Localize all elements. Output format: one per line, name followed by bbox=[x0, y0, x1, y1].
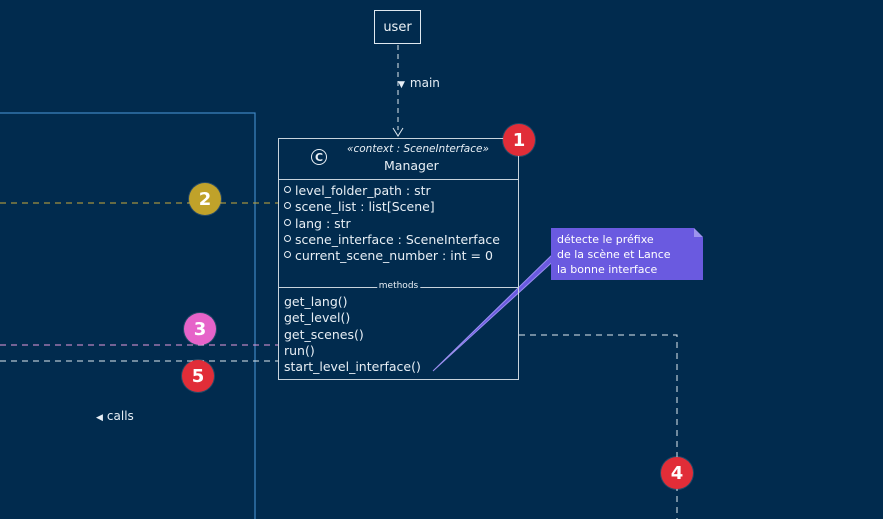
badge-number: 1 bbox=[512, 129, 526, 151]
badge-number: 2 bbox=[198, 188, 212, 210]
actor-user-label: user bbox=[383, 19, 412, 35]
step-badge-4[interactable]: 4 bbox=[661, 457, 693, 489]
method-row: get_lang() bbox=[284, 294, 348, 309]
step-badge-3[interactable]: 3 bbox=[184, 313, 216, 345]
method-row: get_level() bbox=[284, 310, 351, 326]
field-text: scene_interface : SceneInterface bbox=[295, 231, 500, 247]
calls-arrow-label: ◀calls bbox=[96, 409, 134, 423]
field-text: current_scene_number : int = 0 bbox=[295, 248, 493, 264]
class-c-icon: C bbox=[311, 149, 327, 165]
note-box[interactable]: détecte le préfixe de la scène et Lance … bbox=[551, 228, 703, 280]
main-arrow-head bbox=[392, 127, 404, 137]
class-stereotype: «context : SceneInterface» bbox=[347, 143, 489, 155]
field-text: level_folder_path : str bbox=[295, 183, 431, 198]
method-row: get_scenes() bbox=[284, 326, 364, 342]
badge-number: 4 bbox=[670, 462, 684, 484]
field-text: scene_list : list[Scene] bbox=[295, 199, 435, 215]
manager-class-box[interactable]: C «context : SceneInterface» Manager lev… bbox=[278, 138, 519, 380]
badge-number: 5 bbox=[191, 365, 205, 387]
field-row: scene_list : list[Scene] bbox=[284, 199, 518, 215]
field-text: lang : str bbox=[295, 215, 351, 231]
class-methods: get_lang() get_level() get_scenes() run(… bbox=[284, 294, 421, 375]
step-badge-1[interactable]: 1 bbox=[503, 124, 535, 156]
methods-separator-label: methods bbox=[376, 281, 421, 291]
method-row: run() bbox=[284, 342, 315, 358]
note-line: détecte le préfixe bbox=[557, 233, 654, 246]
field-row: scene_interface : SceneInterface bbox=[284, 232, 518, 248]
note-line: la bonne interface bbox=[557, 263, 658, 276]
field-visibility-icon bbox=[284, 218, 291, 226]
main-arrow-label: ▼ main bbox=[398, 76, 440, 90]
field-visibility-icon bbox=[284, 234, 291, 242]
note-fold-icon bbox=[694, 228, 703, 237]
link-line-4 bbox=[519, 334, 678, 519]
calls-label-text: calls bbox=[106, 409, 134, 423]
note-line: de la scène et Lance bbox=[557, 248, 671, 261]
field-row: level_folder_path : str bbox=[284, 183, 518, 199]
badge-number: 3 bbox=[193, 318, 207, 340]
package-frame bbox=[0, 112, 256, 519]
class-name: Manager bbox=[384, 158, 439, 173]
field-row: current_scene_number : int = 0 bbox=[284, 248, 518, 264]
class-fields: level_folder_path : str scene_list : lis… bbox=[279, 180, 518, 264]
field-visibility-icon bbox=[284, 186, 291, 193]
step-badge-5[interactable]: 5 bbox=[182, 360, 214, 392]
field-visibility-icon bbox=[284, 202, 291, 210]
field-visibility-icon bbox=[284, 251, 291, 259]
method-row: start_level_interface() bbox=[284, 359, 421, 375]
arrow-left-icon: ◀ bbox=[96, 413, 103, 423]
field-row: lang : str bbox=[284, 216, 518, 232]
main-label-text: main bbox=[409, 76, 440, 90]
actor-user[interactable]: user bbox=[374, 10, 421, 44]
arrow-down-icon: ▼ bbox=[398, 80, 405, 90]
class-header: C «context : SceneInterface» Manager bbox=[279, 139, 518, 180]
step-badge-2[interactable]: 2 bbox=[189, 183, 221, 215]
